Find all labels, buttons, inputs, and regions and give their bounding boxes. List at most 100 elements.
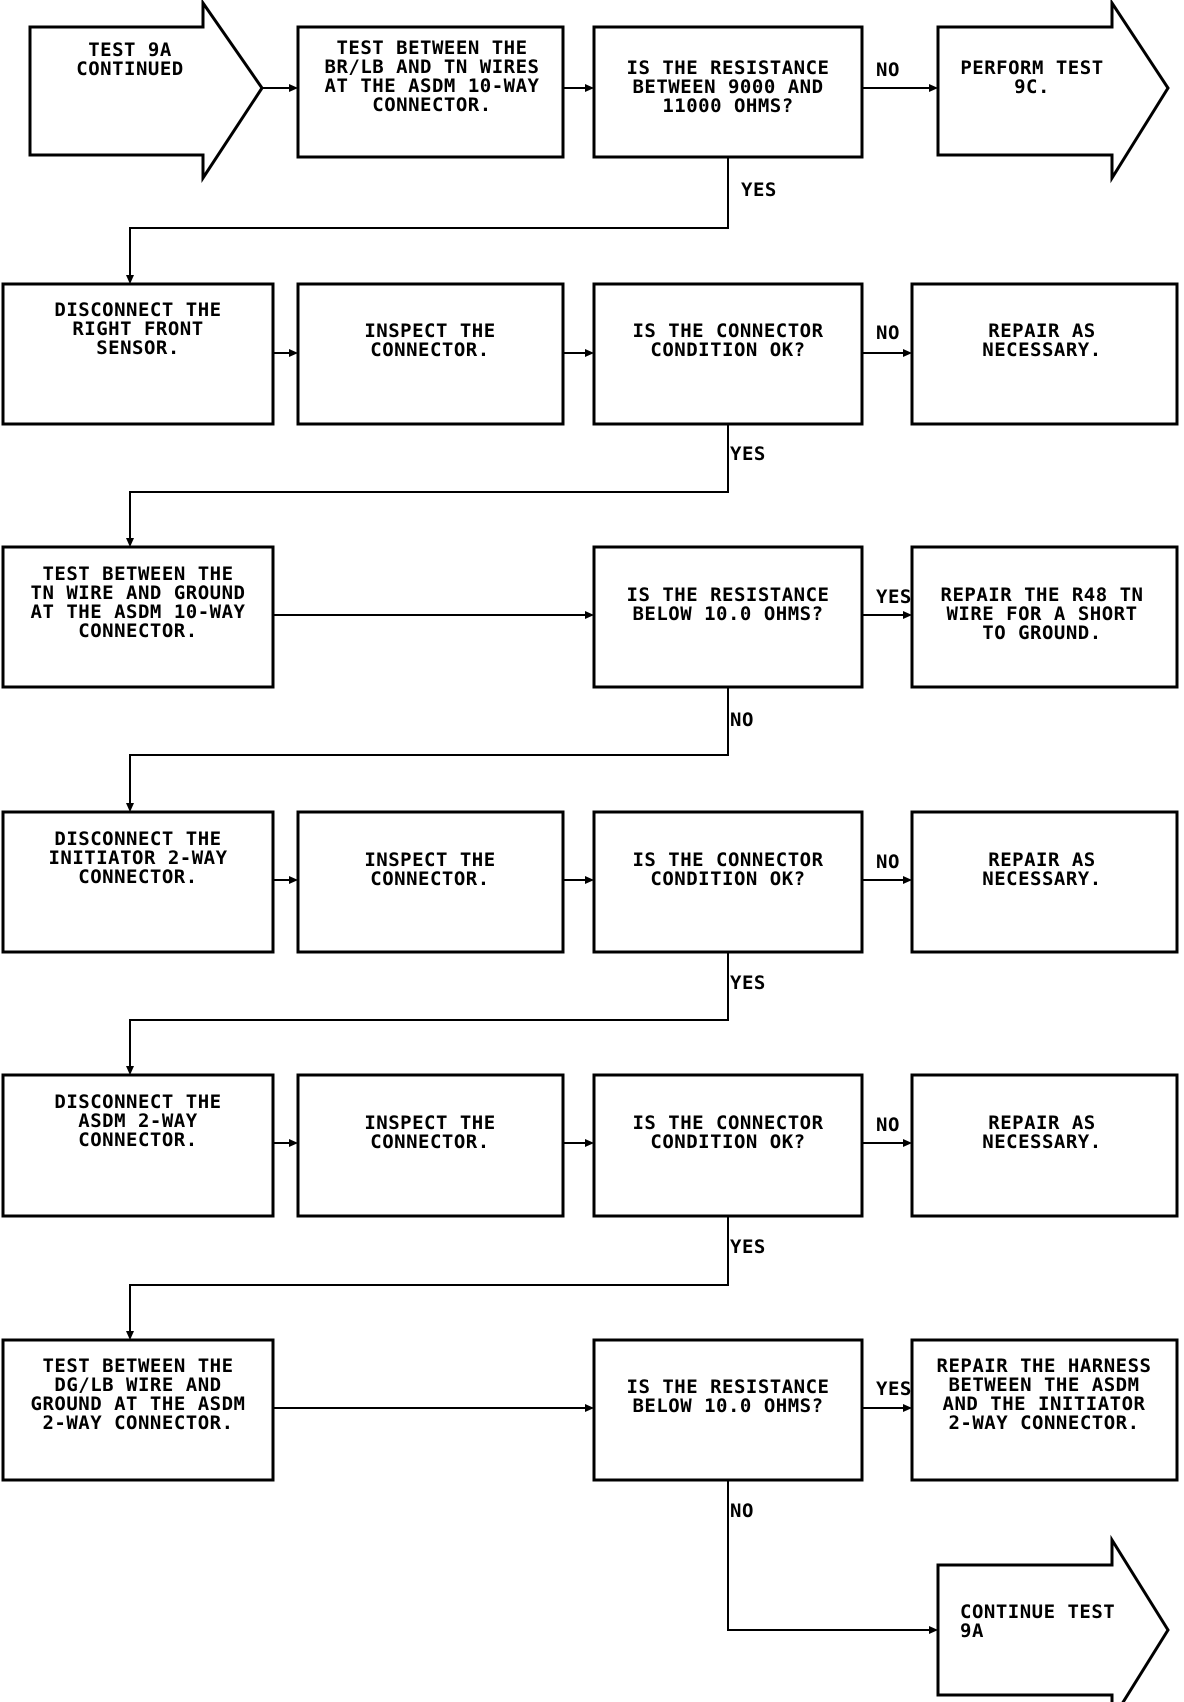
arrowhead (289, 84, 298, 92)
text-line: DISCONNECT THE (54, 299, 221, 321)
connector-r4-yes (129, 952, 729, 1069)
arrowhead (585, 84, 594, 92)
text-line: CONNECTOR. (370, 1131, 489, 1153)
text-line: 11000 OHMS? (662, 95, 793, 117)
text-line: AT THE ASDM 10-WAY (325, 75, 540, 97)
text-line: NECESSARY. (982, 339, 1101, 361)
text-line: SENSOR. (96, 337, 180, 359)
text-line: CONDITION OK? (650, 1131, 805, 1153)
arrowhead (126, 275, 134, 284)
text-line: CONNECTOR. (78, 866, 197, 888)
text-line: REPAIR THE R48 TN (941, 584, 1144, 606)
text-line: CONDITION OK? (650, 339, 805, 361)
text-line: TN WIRE AND GROUND (31, 582, 246, 604)
end-arrow-shape (936, 1534, 1170, 1702)
connector-r6-no (727, 1480, 932, 1631)
text-line: GROUND AT THE ASDM (31, 1393, 246, 1415)
arrowhead (585, 349, 594, 357)
arrowhead (289, 349, 298, 357)
text-line: IS THE RESISTANCE (627, 1376, 830, 1398)
text-line: BELOW 10.0 OHMS? (632, 603, 823, 625)
arrowhead (289, 1139, 298, 1147)
r1-no-arrow-shape (936, 0, 1170, 184)
text-line: BR/LB AND TN WIRES (325, 56, 540, 78)
r3-yes-label: YES (876, 586, 912, 608)
text-line: CONTINUE TEST (960, 1601, 1115, 1623)
text-line: REPAIR AS (988, 1112, 1095, 1134)
text-line: NECESSARY. (982, 868, 1101, 890)
text-line: BELOW 10.0 OHMS? (632, 1395, 823, 1417)
text-line: BETWEEN 9000 AND (632, 76, 823, 98)
arrowhead (126, 1331, 134, 1340)
arrowhead (929, 1626, 938, 1634)
start-arrow-shape (28, 0, 264, 184)
connectors (126, 84, 938, 1634)
connector-r5-yes (129, 1216, 729, 1334)
text-line: DG/LB WIRE AND (54, 1374, 221, 1396)
text-line: INSPECT THE (364, 320, 495, 342)
text-line: CONNECTOR. (78, 620, 197, 642)
text-line: REPAIR AS (988, 849, 1095, 871)
arrowhead (585, 1139, 594, 1147)
arrowhead (126, 538, 134, 547)
text-line: DISCONNECT THE (54, 828, 221, 850)
text-line: DISCONNECT THE (54, 1091, 221, 1113)
r4-yes-label: YES (730, 972, 766, 994)
r2-no-label: NO (876, 322, 900, 344)
text-line: INSPECT THE (364, 1112, 495, 1134)
arrowhead (126, 1066, 134, 1075)
text-line: 2-WAY CONNECTOR. (948, 1412, 1139, 1434)
text-line: INSPECT THE (364, 849, 495, 871)
text-line: 2-WAY CONNECTOR. (42, 1412, 233, 1434)
connector-r1-yes (129, 157, 729, 278)
arrowhead (903, 349, 912, 357)
r3-no-label: NO (730, 709, 754, 731)
text-line: IS THE CONNECTOR (632, 1112, 823, 1134)
r4-no-label: NO (876, 851, 900, 873)
arrowhead (126, 803, 134, 812)
arrowhead (929, 84, 938, 92)
arrowhead (903, 1404, 912, 1412)
arrowhead (289, 876, 298, 884)
text-line: TEST BETWEEN THE (336, 37, 527, 59)
text-line: IS THE RESISTANCE (627, 584, 830, 606)
text-line: CONNECTOR. (370, 868, 489, 890)
arrowhead (585, 876, 594, 884)
text-line: CONNECTOR. (78, 1129, 197, 1151)
